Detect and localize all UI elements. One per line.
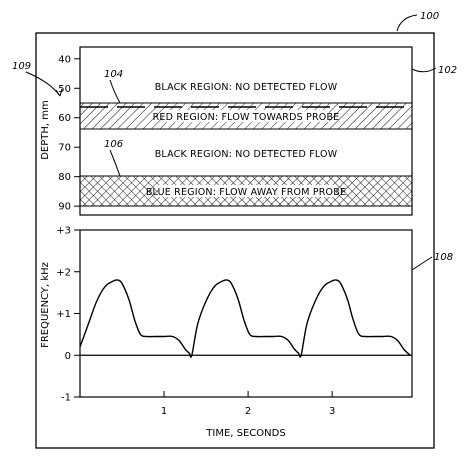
frequency-tick-label: +3 [56,226,71,237]
depth-tick-label: 70 [58,143,71,154]
ref-100: 100 [420,11,439,22]
ref-109: 109 [12,61,31,72]
time-axis-ticks: 1 2 3 [161,391,335,417]
depth-tick-label: 60 [58,113,71,124]
ref-102-leader [411,67,437,73]
depth-panel: BLACK REGION: NO DETECTED FLOW RED REGIO… [12,46,457,216]
ref-109-leader [25,71,61,97]
depth-axis-label: DEPTH, mm [40,100,51,160]
frequency-axis-ticks: +3 +2 +1 0 -1 [56,226,80,404]
blue-region-label-bg [158,185,336,197]
depth-tick-label: 90 [58,202,71,213]
frequency-panel-frame [79,229,413,398]
ref-108-leader [411,256,433,271]
ref-102: 102 [438,65,457,76]
figure-frame [35,32,435,449]
ref-106: 106 [104,139,123,150]
ref-100-leader [396,14,418,32]
frequency-tick-label: -1 [61,393,71,404]
black-region-upper-label: BLACK REGION: NO DETECTED FLOW [155,82,338,93]
frequency-axis-label: FREQUENCY, kHz [40,262,51,348]
depth-axis-ticks: 40 50 60 70 80 90 [58,54,80,213]
ref-104-leader [109,79,121,104]
frequency-tick-label: 0 [65,351,71,362]
time-tick-label: 2 [245,406,251,417]
red-region-label-bg [163,110,329,122]
ref-109-arrowhead [55,88,63,97]
depth-tick-label: 50 [58,84,71,95]
ref-106-leader [109,149,121,177]
time-tick-label: 3 [329,406,335,417]
doppler-waveform-line [79,279,411,358]
time-tick-label: 1 [161,406,167,417]
frequency-tick-label: +2 [56,267,71,278]
blue-region-label: BLUE REGION: FLOW AWAY FROM PROBE [146,187,346,198]
depth-panel-frame [79,46,413,216]
frequency-panel: +3 +2 +1 0 -1 1 2 3 FREQUENCY, kHz TIME, SECON… [40,226,453,440]
time-axis-label: TIME, SECONDS [205,428,285,439]
ref-104: 104 [104,69,123,80]
red-region-label: RED REGION: FLOW TOWARDS PROBE [153,112,340,123]
frequency-tick-label: +1 [56,309,71,320]
ref-108: 108 [434,252,453,263]
depth-tick-label: 80 [58,172,71,183]
depth-tick-label: 40 [58,54,71,65]
black-region-lower-label: BLACK REGION: NO DETECTED FLOW [155,149,338,160]
